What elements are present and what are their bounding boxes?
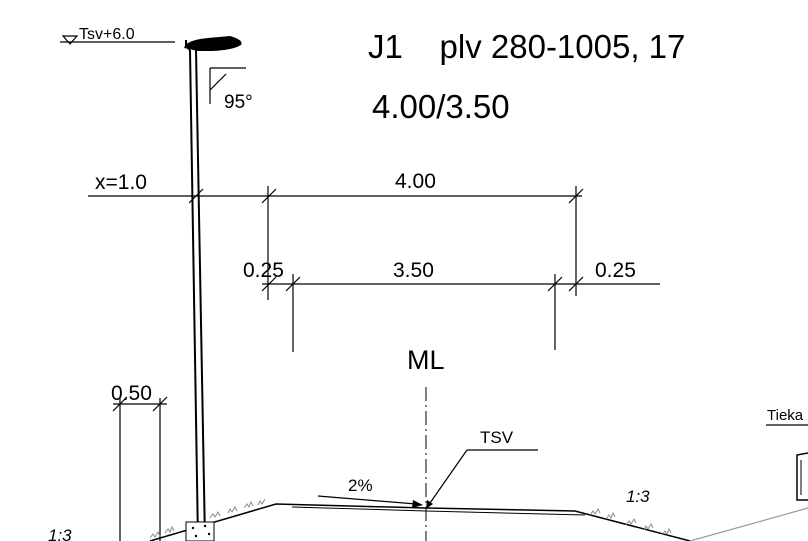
carriageway-dimension: 3.50 (393, 259, 434, 282)
centerline-label: ML (407, 345, 445, 375)
shoulder-right-dimension: 0.25 (595, 259, 636, 282)
road-surface (149, 503, 691, 541)
tsv-label: TSV (480, 428, 514, 447)
verge-dimension: 0.50 (111, 382, 168, 541)
luminaire-icon (184, 36, 242, 51)
light-pole: 95° (184, 36, 253, 541)
road-area-label: Tieka (767, 407, 804, 424)
verge-width-dimension: 0.50 (111, 382, 152, 405)
dimension-row-middle: 0.25 3.50 0.25 (243, 259, 660, 352)
leader-line (689, 507, 808, 541)
total-width-dimension: 4.00 (395, 170, 436, 193)
pole-foundation (185, 521, 215, 541)
centerline: ML (407, 345, 445, 541)
lamp-angle-symbol: 95° (209, 67, 253, 113)
tsv-leader: TSV (426, 428, 538, 509)
slope-left-label: 1:3 (48, 526, 72, 541)
lamp-angle-label: 95° (224, 92, 253, 113)
section-title: J1 plv 280-1005, 17 (368, 28, 685, 65)
crossfall-indicator: 2% (317, 476, 423, 508)
slope-right-label: 1:3 (626, 487, 650, 506)
crossfall-label: 2% (348, 476, 373, 495)
offset-dimension-label: x=1.0 (95, 171, 147, 194)
grass-texture (149, 498, 672, 539)
lamp-level-label: Tsv+6.0 (79, 26, 135, 43)
lamp-level-marker: Tsv+6.0 (60, 26, 175, 45)
shoulder-left-dimension: 0.25 (243, 259, 284, 282)
section-widths: 4.00/3.50 (372, 88, 510, 125)
road-area-note: Tieka (766, 407, 808, 501)
dimension-row-top: x=1.0 4.00 (88, 170, 584, 300)
